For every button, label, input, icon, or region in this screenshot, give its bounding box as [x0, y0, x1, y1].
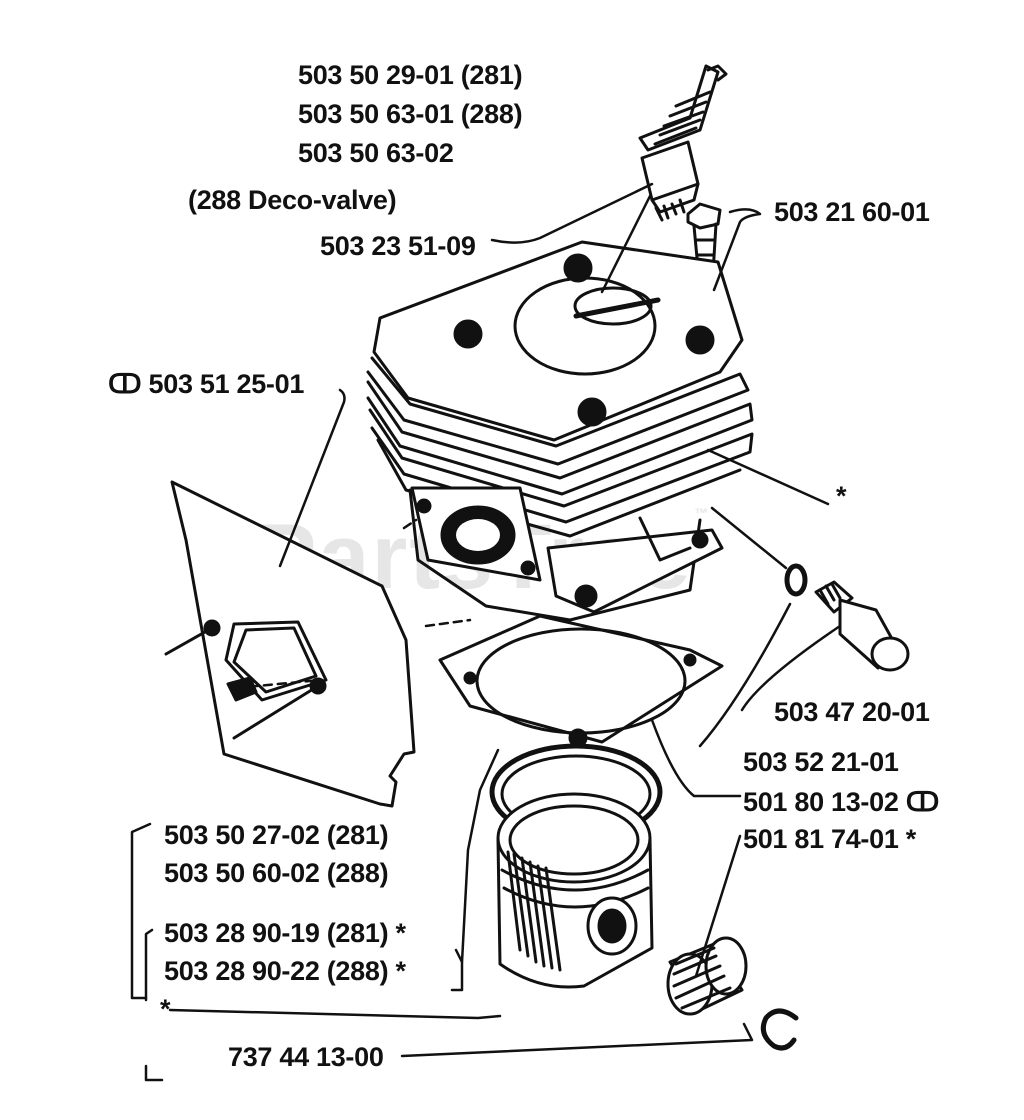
label-spark-plug-deco: 503 50 63-02 [298, 138, 454, 168]
label-cylinder-screw: 503 21 60-01 [774, 197, 930, 227]
label-spark-plug-281: 503 50 29-01 (281) [298, 60, 523, 90]
circlip-drawing [760, 1008, 799, 1051]
deco-valve-drawing [784, 563, 910, 672]
cylinder-drawing [366, 240, 754, 622]
label-muffler-gasket: ↀ 503 51 25-01 [108, 369, 305, 399]
label-piston-ring-281: 503 50 27-02 (281) [164, 820, 389, 850]
label-deco-washer: 503 52 21-01 [743, 747, 899, 777]
label-piston-star: * [160, 994, 171, 1024]
label-needle-bearing: 501 81 74-01 * [743, 824, 916, 854]
label-deco-valve-note: (288 Deco-valve) [188, 185, 397, 215]
watermark-trademark: ™ [694, 505, 711, 521]
label-piston-288: 503 28 90-22 (288) * [164, 956, 406, 986]
label-spark-plug-288: 503 50 63-01 (288) [298, 99, 523, 129]
piston-drawing [496, 792, 654, 989]
label-circlip: 737 44 13-00 [228, 1042, 384, 1072]
label-deco-valve: 503 47 20-01 [774, 697, 930, 727]
label-base-gasket: 501 80 13-02 ↀ [743, 787, 940, 817]
label-cylinder-star: * [836, 481, 847, 511]
leader-lines [130, 182, 842, 1082]
base-gasket-drawing [438, 614, 724, 748]
muffler-gasket-drawing [164, 480, 416, 808]
needle-bearing-drawing [666, 936, 748, 1016]
label-piston-281: 503 28 90-19 (281) * [164, 918, 406, 948]
spark-plug-drawing [638, 64, 728, 222]
label-piston-ring-288: 503 50 60-02 (288) [164, 858, 389, 888]
label-plug-washer: 503 23 51-09 [320, 231, 476, 261]
